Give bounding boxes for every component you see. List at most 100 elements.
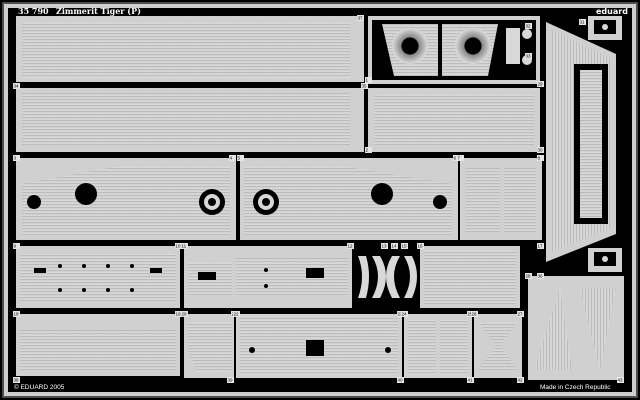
part-number-text: 29 — [538, 82, 544, 87]
part-number-text: 24 — [402, 312, 408, 317]
part-number-text: 31 — [580, 20, 586, 25]
part-front-plate — [184, 246, 352, 308]
part-number-tag: 40 — [397, 377, 404, 383]
part-number-text: 32 — [526, 24, 532, 29]
part-number-text: 27 — [518, 312, 524, 317]
part-number-tag: 9 — [13, 243, 20, 249]
part-number-text: 14 — [392, 244, 398, 249]
part-number-tag: 15 — [401, 243, 408, 249]
part-number-text: 11 — [182, 244, 187, 249]
part-number-text: 38 — [14, 378, 20, 383]
part-number-text: 42 — [518, 378, 524, 383]
part-number-tag: 25 — [467, 311, 474, 317]
part-number-text: 2 — [366, 148, 369, 153]
part-number-text: 15 — [402, 244, 408, 249]
part-rear-plate — [368, 88, 540, 152]
part-number-text: 16 — [418, 244, 424, 249]
part-number-text: 12 — [348, 244, 354, 249]
part-number-tag: 8 — [537, 155, 544, 161]
part-number-tag: 20 — [181, 311, 188, 317]
part-number-tag: 18 — [13, 311, 20, 317]
brand-logo: eduard — [596, 7, 628, 16]
part-small-panels — [404, 314, 472, 378]
part-number-text: 25 — [468, 312, 474, 317]
part-number-tag: 39 — [227, 377, 234, 383]
part-number-text: 41 — [468, 378, 474, 383]
part-number-text: 43 — [618, 378, 624, 383]
part-number-tag: 42 — [517, 377, 524, 383]
part-number-tag: 11 — [181, 243, 188, 249]
part-number-tag: 33 — [525, 53, 532, 59]
part-number-text: 3 — [14, 156, 17, 161]
fan-grill-left-icon — [392, 28, 428, 64]
part-number-tag: 10 — [175, 243, 182, 249]
made-in-text: Made in Czech Republic — [540, 384, 611, 391]
part-number-tag: 4 — [229, 155, 236, 161]
part-number-tag: 27 — [517, 311, 524, 317]
part-number-tag: 17 — [537, 243, 544, 249]
part-number-tag: 14 — [391, 243, 398, 249]
part-number-text: 35 — [362, 84, 368, 89]
part-number-text: 9 — [14, 244, 17, 249]
part-number-tag: 13 — [381, 243, 388, 249]
part-lower-long-plate — [16, 314, 180, 376]
part-engine-deck — [368, 16, 540, 84]
part-number-tag: 2 — [365, 147, 372, 153]
part-number-text: 33 — [526, 54, 532, 59]
part-number-tag: 38 — [13, 377, 20, 383]
part-corner-tag-top — [588, 16, 622, 40]
part-corner-tag-bottom — [588, 248, 622, 272]
kit-code: 35 790 — [18, 6, 49, 16]
part-number-tag: 23 — [397, 311, 404, 317]
part-number-tag: 29 — [537, 81, 544, 87]
part-number-tag: 12 — [347, 243, 354, 249]
part-side-skirt-wedge — [546, 22, 616, 262]
part-number-text: 4 — [230, 156, 233, 161]
part-number-text: 39 — [228, 378, 234, 383]
part-number-tag: 1 — [365, 77, 372, 83]
part-number-tag: 6 — [453, 155, 460, 161]
sheet-title: Zimmerit Tiger (P) — [56, 6, 141, 16]
part-number-tag: 24 — [401, 311, 408, 317]
part-triangle-panels — [528, 276, 624, 380]
part-number-text: 26 — [472, 312, 478, 317]
part-number-tag: 43 — [617, 377, 624, 383]
part-curved-brackets — [352, 250, 420, 304]
part-number-tag: 32 — [525, 23, 532, 29]
part-number-text: 36 — [538, 274, 544, 279]
part-hatch-pair — [460, 158, 542, 240]
part-number-text: 19 — [176, 312, 182, 317]
part-number-tag: 28 — [525, 273, 532, 279]
part-number-text: 23 — [398, 312, 404, 317]
part-number-text: 30 — [538, 148, 544, 153]
part-number-text: 10 — [176, 244, 182, 249]
part-fender-right — [240, 158, 458, 240]
part-bottom-center-plate — [236, 314, 402, 378]
part-number-tag: 3 — [13, 155, 20, 161]
part-number-tag: 34 — [13, 83, 20, 89]
copyright-text: © EDUARD 2005 — [14, 383, 65, 391]
part-number-tag: 30 — [537, 147, 544, 153]
part-2-long-plate — [16, 88, 364, 152]
part-number-tag: 19 — [175, 311, 182, 317]
part-number-text: 28 — [526, 274, 532, 279]
part-number-tag: 22 — [233, 311, 240, 317]
part-number-tag: 31 — [579, 19, 586, 25]
part-number-tag: 26 — [471, 311, 478, 317]
part-number-text: 5 — [238, 156, 241, 161]
part-number-text: 20 — [182, 312, 188, 317]
part-number-tag: 36 — [537, 273, 544, 279]
part-plate-with-slots — [16, 246, 180, 308]
part-number-tag: 7 — [457, 155, 464, 161]
part-number-tag: 37 — [357, 15, 364, 21]
part-bowtie-panel — [474, 314, 522, 378]
part-number-text: 6 — [454, 156, 457, 161]
part-number-tag: 41 — [467, 377, 474, 383]
part-number-text: 17 — [538, 244, 544, 249]
part-1-long-plate — [16, 16, 364, 82]
part-square-plate — [420, 246, 520, 308]
part-number-text: 34 — [14, 84, 20, 89]
